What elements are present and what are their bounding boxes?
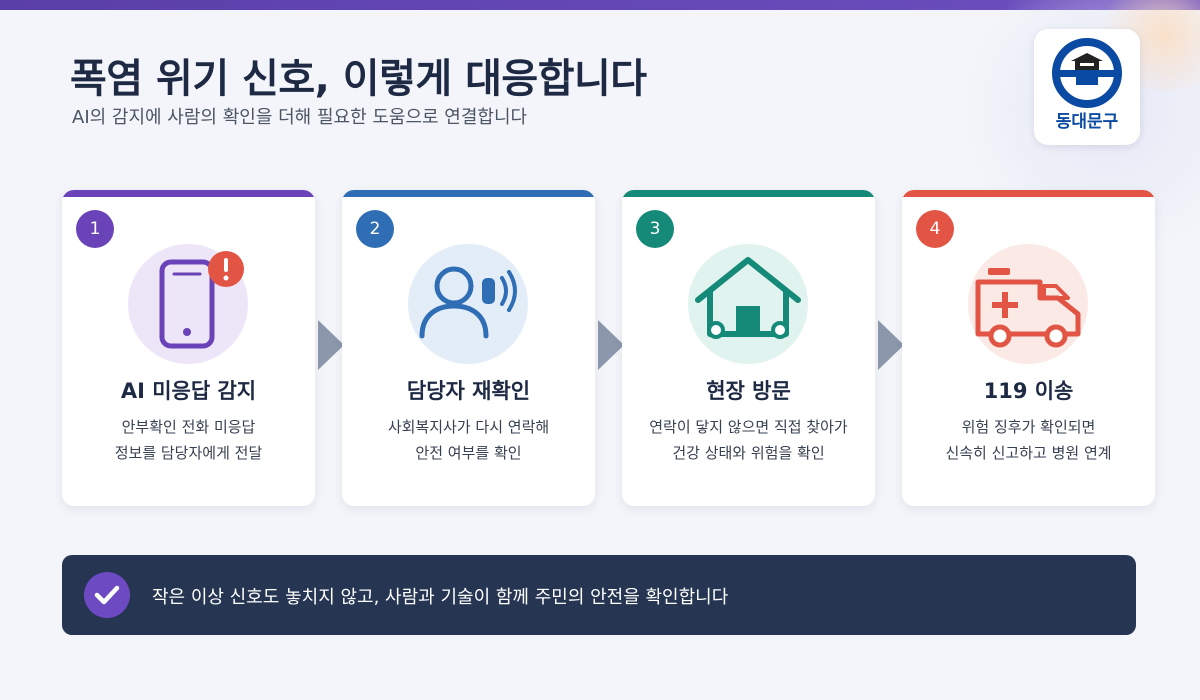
step-desc-line: 정보를 담당자에게 전달 bbox=[114, 444, 263, 462]
step-accent-bar bbox=[342, 190, 595, 197]
step-desc-line: 안전 여부를 확인 bbox=[415, 444, 522, 462]
step-title: AI 미응답 감지 bbox=[120, 379, 257, 403]
step-card-4: 4 119 이송 위험 징후가 확인되면 신속히 신고하고 병원 연계 bbox=[902, 190, 1155, 506]
flow-arrow-icon bbox=[318, 320, 344, 370]
step-desc-line: 연락이 닿지 않으면 직접 찾아가 bbox=[649, 418, 848, 436]
step-number-badge: 3 bbox=[636, 210, 674, 248]
step-card-1: 1 AI 미응답 감지 안부확인 전화 미응답 정보를 담당자에게 전달 bbox=[62, 190, 315, 506]
step-icon-circle bbox=[128, 244, 248, 364]
top-accent-bar bbox=[0, 0, 1200, 10]
step-accent-bar bbox=[622, 190, 875, 197]
phone-alert-icon bbox=[159, 251, 244, 349]
check-circle bbox=[84, 572, 130, 618]
step-description: 안부확인 전화 미응답 정보를 담당자에게 전달 bbox=[62, 414, 315, 466]
person-calling-icon bbox=[419, 266, 517, 339]
dongdaemun-gate-emblem-icon bbox=[1052, 38, 1122, 108]
logo-text: 동대문구 bbox=[1055, 112, 1119, 132]
step-description: 위험 징후가 확인되면 신속히 신고하고 병원 연계 bbox=[902, 414, 1155, 466]
summary-banner: 작은 이상 신호도 놓치지 않고, 사람과 기술이 함께 주민의 안전을 확인합… bbox=[62, 555, 1136, 635]
flow-arrow-icon bbox=[598, 320, 624, 370]
step-desc-line: 사회복지사가 다시 연락해 bbox=[387, 418, 550, 436]
check-icon bbox=[94, 585, 120, 605]
step-desc-line: 위험 징후가 확인되면 bbox=[961, 418, 1096, 436]
step-description: 사회복지사가 다시 연락해 안전 여부를 확인 bbox=[342, 414, 595, 466]
step-number-badge: 1 bbox=[76, 210, 114, 248]
page-subtitle: AI의 감지에 사람의 확인을 더해 필요한 도움으로 연결합니다 bbox=[72, 107, 528, 128]
step-icon-circle bbox=[968, 244, 1088, 364]
ambulance-icon bbox=[975, 268, 1081, 348]
step-card-2: 2 담당자 재확인 사회복지사가 다시 연락해 안전 여부를 확인 bbox=[342, 190, 595, 506]
step-number-badge: 2 bbox=[356, 210, 394, 248]
step-title: 담당자 재확인 bbox=[406, 379, 531, 403]
step-accent-bar bbox=[902, 190, 1155, 197]
step-description: 연락이 닿지 않으면 직접 찾아가 건강 상태와 위험을 확인 bbox=[622, 414, 875, 466]
step-desc-line: 안부확인 전화 미응답 bbox=[121, 418, 256, 436]
step-desc-line: 건강 상태와 위험을 확인 bbox=[672, 444, 825, 462]
step-desc-line: 신속히 신고하고 병원 연계 bbox=[945, 444, 1112, 462]
step-icon-circle bbox=[408, 244, 528, 364]
page-title: 폭염 위기 신호, 이렇게 대응합니다 bbox=[70, 56, 647, 102]
banner-text: 작은 이상 신호도 놓치지 않고, 사람과 기술이 함께 주민의 안전을 확인합… bbox=[152, 587, 729, 608]
step-number-badge: 4 bbox=[916, 210, 954, 248]
district-logo: 동대문구 bbox=[1034, 29, 1140, 145]
step-title: 현장 방문 bbox=[706, 379, 791, 403]
step-card-3: 3 현장 방문 연락이 닿지 않으면 직접 찾아가 건강 상태와 위험을 확인 bbox=[622, 190, 875, 506]
step-title: 119 이송 bbox=[983, 379, 1074, 403]
step-icon-circle bbox=[688, 244, 808, 364]
step-accent-bar bbox=[62, 190, 315, 197]
house-icon bbox=[695, 257, 801, 339]
flow-arrow-icon bbox=[878, 320, 904, 370]
